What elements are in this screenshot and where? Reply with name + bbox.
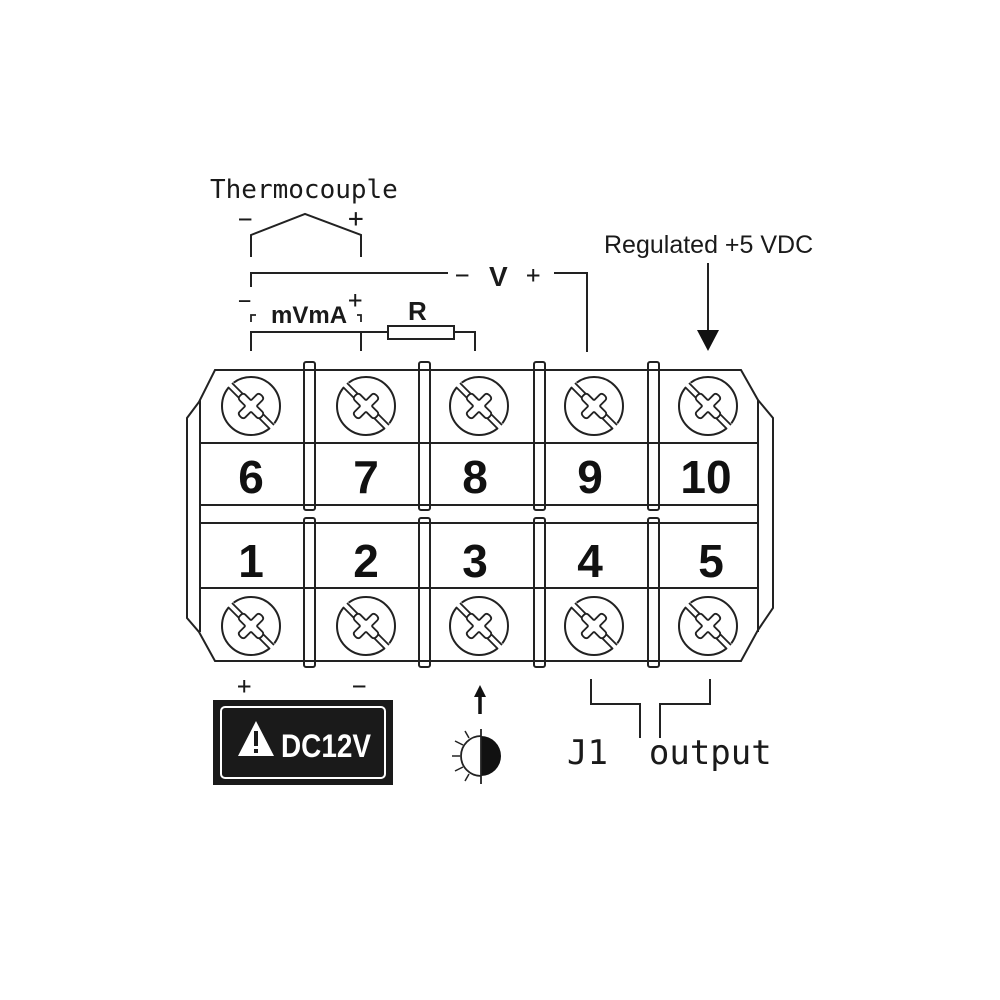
screw-terminal-icon[interactable] bbox=[565, 597, 623, 655]
power-minus: − bbox=[352, 672, 366, 700]
arrow-down-icon bbox=[697, 330, 719, 351]
v-wire-minus bbox=[250, 272, 448, 287]
terminal-number-4: 4 bbox=[577, 535, 603, 587]
v-wire-plus bbox=[554, 272, 588, 352]
regulated-label: Regulated +5 VDC bbox=[604, 231, 813, 259]
mvma-minus: − bbox=[238, 289, 251, 314]
terminal-number-5: 5 bbox=[698, 535, 724, 587]
terminal-number-3: 3 bbox=[462, 535, 488, 587]
thermocouple-label: Thermocouple bbox=[210, 175, 398, 205]
light-dark-sensor-icon bbox=[452, 729, 501, 784]
resistor-symbol bbox=[387, 325, 455, 340]
thermocouple-plus: + bbox=[348, 204, 364, 234]
thermocouple-minus: − bbox=[238, 205, 252, 233]
terminal-number-10: 10 bbox=[680, 451, 731, 503]
thermocouple-junction bbox=[250, 212, 362, 257]
screw-terminal-icon[interactable] bbox=[337, 377, 395, 435]
warning-triangle-icon bbox=[238, 721, 274, 756]
terminal-number-1: 1 bbox=[238, 535, 264, 587]
terminal-number-2: 2 bbox=[353, 535, 379, 587]
v-minus: − bbox=[455, 261, 469, 289]
screw-terminal-icon[interactable] bbox=[565, 377, 623, 435]
dc12v-badge: DC12V bbox=[213, 700, 393, 785]
dc12v-label: DC12V bbox=[281, 728, 372, 764]
v-label: V bbox=[489, 261, 508, 292]
screw-terminal-icon[interactable] bbox=[679, 597, 737, 655]
arrow-up-icon bbox=[474, 685, 486, 714]
mvma-bracket-right bbox=[357, 314, 362, 322]
v-plus: + bbox=[526, 261, 540, 289]
screw-terminal-icon[interactable] bbox=[337, 597, 395, 655]
output-bracket-left bbox=[590, 679, 641, 738]
terminal-number-7: 7 bbox=[353, 451, 379, 503]
screw-terminal-icon[interactable] bbox=[222, 377, 280, 435]
terminal-number-9: 9 bbox=[577, 451, 603, 503]
j1-output-label: J1 output bbox=[567, 733, 772, 773]
resistor-label: R bbox=[408, 296, 427, 326]
screw-terminal-icon[interactable] bbox=[450, 377, 508, 435]
resistor-wire bbox=[454, 331, 476, 351]
mvma-label: mVmA bbox=[271, 302, 347, 329]
mvma-bracket-left bbox=[250, 314, 256, 322]
terminal-number-6: 6 bbox=[238, 451, 264, 503]
mvma-wire bbox=[250, 331, 388, 351]
power-plus: + bbox=[237, 672, 251, 700]
mvma-plus: + bbox=[348, 286, 362, 314]
screw-terminal-icon[interactable] bbox=[679, 377, 737, 435]
output-bracket-right bbox=[659, 679, 711, 738]
screw-terminal-icon[interactable] bbox=[450, 597, 508, 655]
terminal-number-8: 8 bbox=[462, 451, 488, 503]
screw-terminal-icon[interactable] bbox=[222, 597, 280, 655]
terminal-block bbox=[186, 361, 774, 668]
